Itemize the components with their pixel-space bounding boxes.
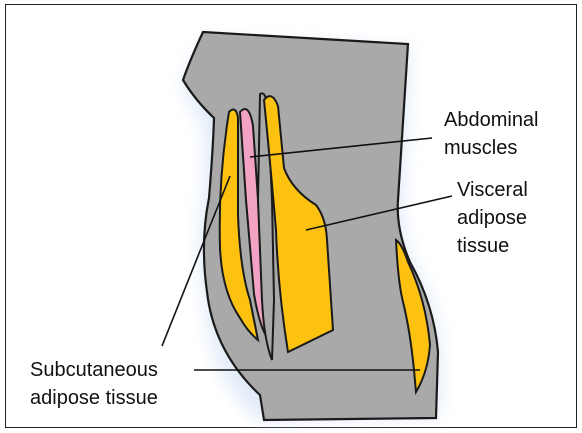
label-line: Visceral: [457, 176, 528, 204]
label-line: Abdominal: [444, 106, 539, 134]
label-line: Subcutaneous: [30, 356, 158, 384]
abdominal-muscles-label: Abdominal muscles: [444, 106, 539, 162]
label-line: muscles: [444, 134, 539, 162]
visceral-adipose-label: Visceral adipose tissue: [457, 176, 528, 260]
label-line: adipose: [457, 204, 528, 232]
label-line: tissue: [457, 232, 528, 260]
subcutaneous-adipose-label: Subcutaneous adipose tissue: [30, 356, 158, 412]
label-line: adipose tissue: [30, 384, 158, 412]
